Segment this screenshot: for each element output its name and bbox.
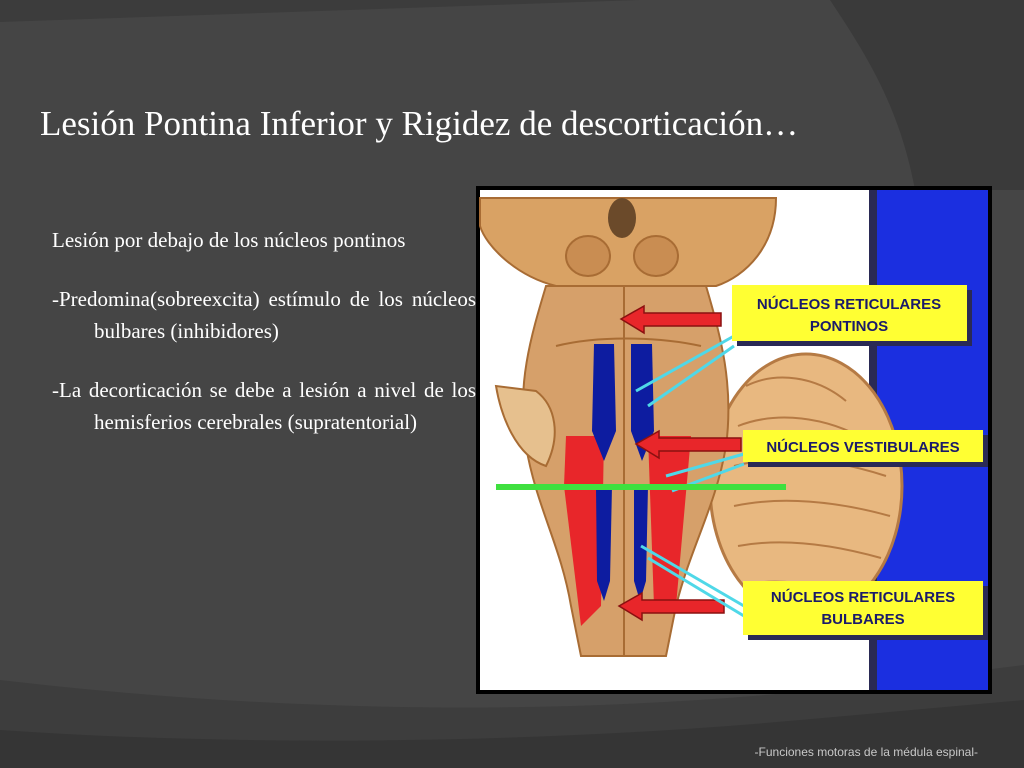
brainstem-illustration: NÚCLEOS RETICULARES PONTINOS NÚCLEOS VES… xyxy=(479,190,988,690)
slide-title: Lesión Pontina Inferior y Rigidez de des… xyxy=(40,104,799,143)
bullet-item: Lesión por debajo de los núcleos pontino… xyxy=(52,228,406,252)
bullet-item: -Predomina(sobreexcita) estímulo de los … xyxy=(52,287,476,343)
label-pontine-line1: NÚCLEOS RETICULARES xyxy=(757,295,941,313)
red-arrow-bulbar xyxy=(617,591,725,622)
brainstem-figure: NÚCLEOS RETICULARES PONTINOS NÚCLEOS VES… xyxy=(476,186,992,694)
label-vestibular: NÚCLEOS VESTIBULARES xyxy=(743,430,988,467)
label-pontine: NÚCLEOS RETICULARES PONTINOS xyxy=(732,285,972,346)
label-bulbar: NÚCLEOS RETICULARES BULBARES xyxy=(743,581,988,640)
red-arrow-vestibular xyxy=(634,429,742,460)
label-pontine-line2: PONTINOS xyxy=(810,318,888,335)
blue-tract-left xyxy=(592,344,616,461)
bullet-item: -La decorticación se debe a lesión a niv… xyxy=(52,378,476,434)
slide-footer: -Funciones motoras de la médula espinal- xyxy=(754,745,978,759)
bullet-list: Lesión por debajo de los núcleos pontino… xyxy=(52,224,476,465)
blue-tract-right xyxy=(631,344,654,461)
lesion-line xyxy=(496,484,786,490)
red-tract-left xyxy=(564,436,604,626)
label-vestibular-text: NÚCLEOS VESTIBULARES xyxy=(766,438,959,456)
red-arrow-pontine xyxy=(619,304,722,335)
label-bulbar-line1: NÚCLEOS RETICULARES xyxy=(771,588,955,606)
label-bulbar-line2: BULBARES xyxy=(821,611,904,628)
